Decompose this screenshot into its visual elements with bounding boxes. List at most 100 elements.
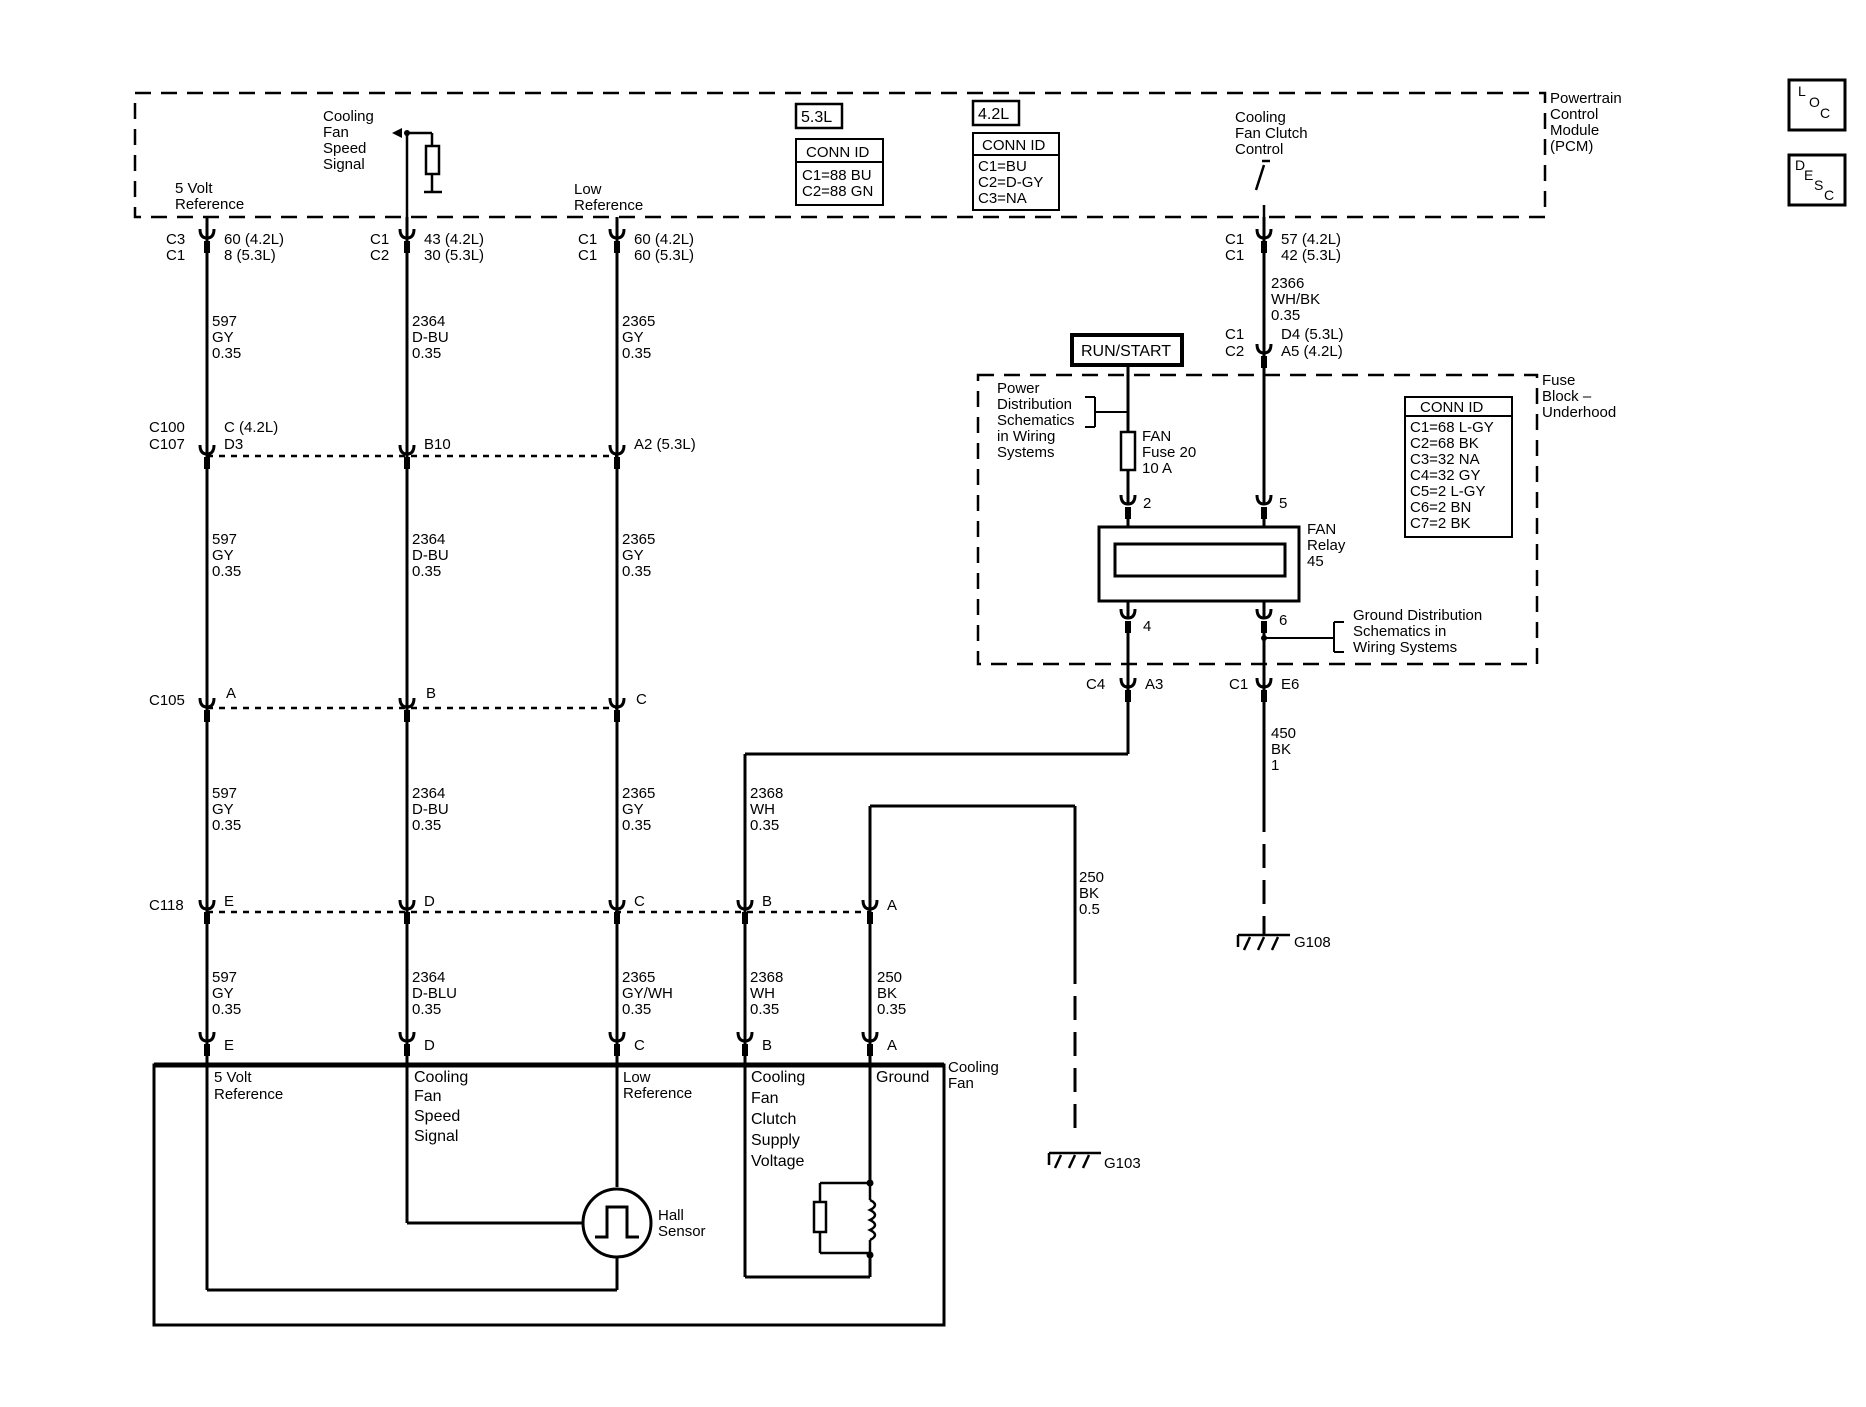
relay-pin-5 (1255, 494, 1273, 519)
fuse-block-out-left-pin (1119, 677, 1137, 702)
c118-pin4-label: B (762, 893, 772, 910)
run-start-label: RUN/START (1081, 343, 1171, 360)
engine-42-badge (971, 99, 1021, 127)
fan-pin-1 (198, 1031, 216, 1056)
g103-label: G103 (1104, 1155, 1141, 1172)
fan-pin-5 (861, 1031, 879, 1056)
fan-speed-signal-label: Cooling Fan Speed Signal (414, 1069, 473, 1145)
pcm-5v-ref-label: 5 Volt Reference (175, 180, 244, 213)
c118-pin1-label: E (224, 893, 234, 910)
pcm-speed-signal-label: Cooling Fan Speed Signal (323, 108, 378, 173)
c100-pin3-label: A2 (5.3L) (634, 436, 696, 453)
c105-pin-1 (198, 697, 216, 722)
c100-pin1-label: C (4.2L) D3 (224, 419, 282, 453)
desc-badge[interactable] (1787, 153, 1847, 207)
svg-text:43 (4.2L)30 (5.3L): 43 (4.2L)30 (5.3L) (424, 231, 484, 264)
fuse-block-conn-id-box (1404, 396, 1513, 538)
fuse-block-out-left-conn: C4 (1086, 676, 1105, 693)
fan-pin-d-label: D (424, 1037, 435, 1054)
ground-distribution-bracket (1264, 621, 1344, 653)
pcm-conn-id-42-box (972, 132, 1060, 211)
ground-g103-icon (1047, 1151, 1101, 1169)
engine-53-label: 5.3L (801, 109, 832, 126)
fuse-block-conn-id-title: CONN ID (1420, 399, 1484, 416)
c100-c107-label: C100 C107 (149, 419, 189, 453)
c118-pin-4 (736, 899, 754, 924)
c105-label: C105 (149, 692, 185, 709)
fan-pin-b-label: B (762, 1037, 772, 1054)
c100-pin-3 (608, 444, 626, 469)
power-distribution-label: Power Distribution Schematics in Wiring … (997, 380, 1079, 461)
fuse-block-in-pin (1255, 343, 1273, 368)
fuse-block-name: Fuse Block – Underhood (1542, 372, 1616, 421)
pcm-conn-id-53-lines: C1=88 BU C2=88 GN (802, 167, 876, 200)
c118-pin-2 (398, 899, 416, 924)
pcm-conn-id-42-lines: C1=BU C2=D-GY C3=NA (978, 158, 1047, 207)
loc-badge[interactable] (1787, 78, 1847, 132)
fan-fuse-20 (1119, 430, 1137, 472)
hall-sensor-label: Hall Sensor (658, 1207, 706, 1240)
svg-text:57 (4.2L)42 (5.3L): 57 (4.2L)42 (5.3L) (1281, 231, 1341, 264)
fan-pin-4 (736, 1031, 754, 1056)
fuse-block-conn-id-lines: C1=68 L-GY C2=68 BK C3=32 NA C4=32 GY C5… (1410, 419, 1498, 532)
svg-text:60 (4.2L)60 (5.3L): 60 (4.2L)60 (5.3L) (634, 231, 694, 264)
fan-low-ref-label: Low Reference (623, 1069, 692, 1102)
desc-badge-label: D E S C (1795, 157, 1834, 203)
fuse-block-out-right-pin: E6 (1281, 676, 1299, 693)
c105-pin-2 (398, 697, 416, 722)
wire-2368-wh (743, 680, 1130, 1279)
pcm-box (133, 91, 1547, 219)
loc-badge-label: L O C (1798, 83, 1830, 121)
c105-pin3-label: C (636, 691, 647, 708)
fan-pin-e-label: E (224, 1037, 234, 1054)
relay-pin-4 (1119, 608, 1137, 633)
c118-pin3-label: C (634, 893, 645, 910)
relay-pin-6 (1255, 608, 1273, 633)
relay-pin6-label: 6 (1279, 612, 1287, 629)
fan-clutch-coil-icon (812, 1181, 877, 1255)
cooling-fan-box (152, 1063, 946, 1327)
c105-pin1-label: A (226, 685, 236, 702)
pcm-conn-id-53-box (795, 138, 884, 206)
pcm-fan-clutch-control-label: Cooling Fan Clutch Control (1235, 109, 1312, 158)
c118-pin-3 (608, 899, 626, 924)
ground-distribution-label: Ground Distribution Schematics in Wiring… (1353, 607, 1486, 656)
c118-pin-1 (198, 899, 216, 924)
pcm-pin-4 (1255, 228, 1273, 253)
signal-arrow-icon (392, 128, 402, 138)
relay-pin5-label: 5 (1279, 495, 1287, 512)
fan-5v-ref-label: 5 Volt Reference (214, 1069, 283, 1103)
c100-pin-2 (398, 444, 416, 469)
c118-pin-5 (861, 899, 879, 924)
fan-pin-a-label: A (887, 1037, 897, 1054)
fuse-block-in-pin: D4 (5.3L) A5 (4.2L) (1281, 326, 1348, 360)
g108-label: G108 (1294, 934, 1331, 951)
engine-53-badge (794, 102, 844, 130)
relay-pin4-label: 4 (1143, 618, 1151, 635)
c118-pin5-label: A (887, 897, 897, 914)
relay-pin2-label: 2 (1143, 495, 1151, 512)
c100-pin-1 (198, 444, 216, 469)
pcm-low-ref-label: Low Reference (574, 181, 643, 214)
cooling-fan-name: Cooling Fan (948, 1059, 1003, 1092)
fan-pin-3 (608, 1031, 626, 1056)
